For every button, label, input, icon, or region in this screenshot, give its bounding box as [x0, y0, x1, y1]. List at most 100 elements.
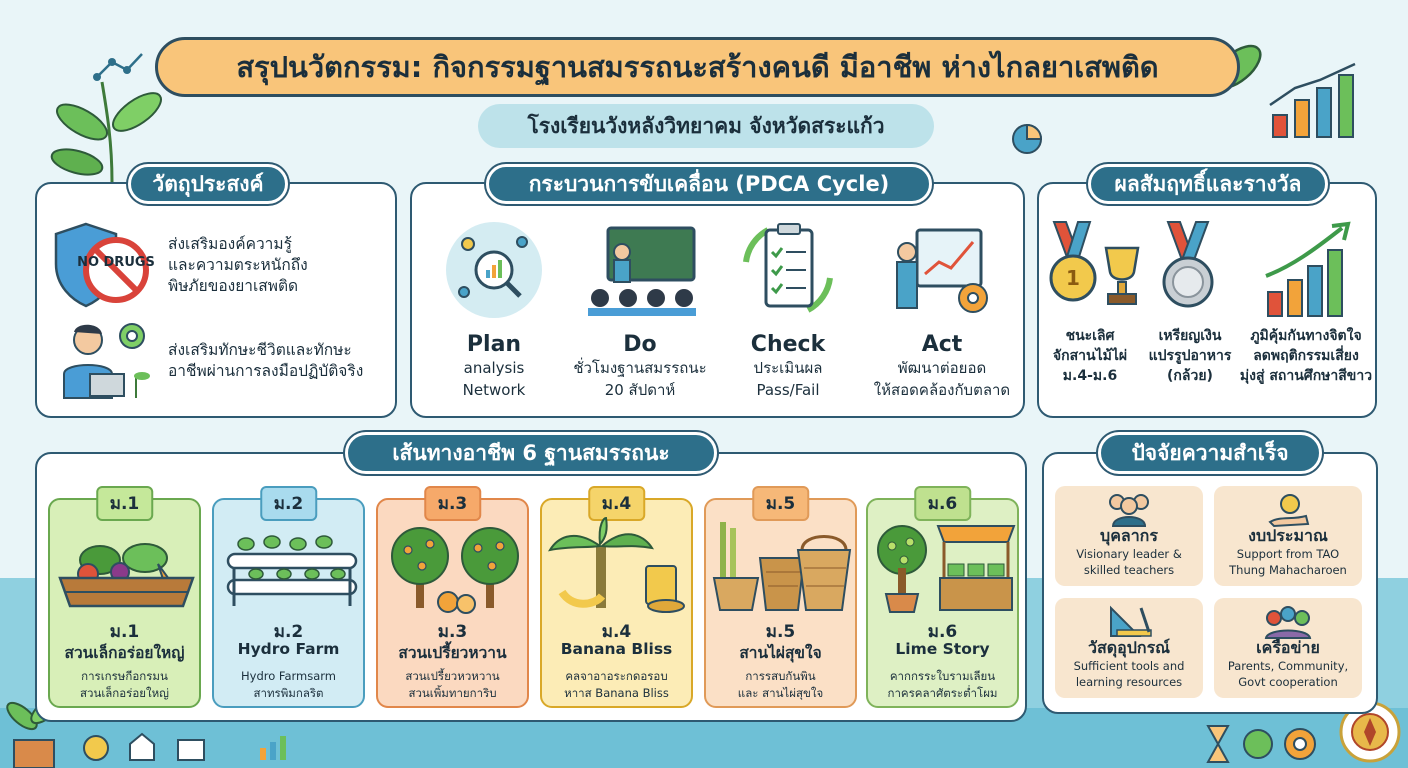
career-desc-line: การเกรษกีอกรมน [81, 669, 168, 683]
lime-tree-stall-icon [877, 525, 1016, 613]
gold-medal-trophy-icon: 1 [1049, 221, 1140, 305]
presentation-gear-icon [896, 228, 988, 313]
career-item: ม.3 ม.3 สวนเปรี้ยวหวาน สวนเปรี้ยวหวหวาน … [376, 486, 529, 708]
pdca-step-line: พัฒนาต่อยอด [897, 359, 987, 377]
career-desc: Hydro Farmsarm สาทรพิมกลริต [218, 668, 359, 702]
pdca-step-do: Do ชั่วโมงฐานสมรรถนะ 20 สัปดาห์ [570, 222, 710, 401]
pdca-step-plan: Plan analysis Network [424, 222, 564, 401]
achievement-line: แปรรูปอาหาร [1148, 348, 1232, 364]
pdca-step-title: Do [623, 332, 657, 357]
pdca-step-check: Check ประเมินผล Pass/Fail [718, 222, 858, 401]
objective-item-1: ส่งเสริมองค์ความรู้ และความตระหนักถึง พิ… [168, 234, 308, 297]
growth-chart-icon [1265, 221, 1351, 317]
success-desc-line: Sufficient tools and [1073, 659, 1185, 673]
objective-1-line: และความตระหนักถึง [168, 256, 308, 274]
success-heading: ปัจจัยความสำเร็จ [1098, 432, 1322, 474]
achievement-line: ม.4-ม.6 [1062, 368, 1118, 384]
career-grade-tag: ม.6 [913, 486, 972, 521]
career-grade: ม.2 [273, 622, 304, 642]
checklist-icon [743, 223, 833, 313]
success-desc: Parents, Community, Govt cooperation [1216, 658, 1360, 690]
career-grade: ม.6 [927, 622, 958, 642]
drafting-tools-icon [1110, 605, 1152, 637]
success-desc-line: Thung Mahacharoen [1229, 563, 1347, 577]
student-laptop-icon [63, 323, 150, 399]
pdca-step-line: ชั่วโมงฐานสมรรถนะ [573, 359, 707, 377]
career-desc-line: สวนเล็กอร่อยใหญ่ [79, 686, 169, 700]
achievement-line: ภูมิคุ้มกันทางจิตใจ [1250, 328, 1362, 344]
success-item: งบประมาณ Support from TAO Thung Mahachar… [1214, 486, 1362, 586]
pdca-step-act: Act พัฒนาต่อยอด ให้สอดคล้องกับตลาด [862, 222, 1022, 401]
career-name: Hydro Farm [237, 640, 340, 658]
success-desc-line: learning resources [1075, 675, 1183, 689]
career-grade: ม.4 [601, 622, 632, 642]
pdca-step-line: Pass/Fail [756, 381, 820, 399]
success-item: วัสดุอุปกรณ์ Sufficient tools and learni… [1055, 598, 1203, 698]
career-item: ม.6 ม.6 Lime Story คากกรระใบรามเลียน กาค… [866, 486, 1019, 708]
silver-medal-icon [1162, 221, 1214, 308]
achievement-line: (กล้วย) [1167, 368, 1213, 384]
achievement-item-2: เหรียญเงิน แปรรูปอาหาร (กล้วย) [1142, 326, 1238, 386]
plant-leaves-icon [50, 53, 162, 182]
career-desc: คลจาอาอระกดอรอบ หาาส Banana Bliss [546, 668, 687, 702]
career-grade-tag: ม.3 [423, 486, 482, 521]
pie-chart-icon [1012, 123, 1043, 154]
bottom-right-decor-icons [1206, 725, 1316, 763]
people-team-icon [1109, 494, 1149, 527]
achievement-line: จักสานไม้ไผ่ [1052, 348, 1128, 364]
pdca-step-line: ประเมินผล [753, 359, 823, 377]
banana-tree-icon [547, 516, 685, 613]
achievements-heading: ผลสัมฤทธิ์และรางวัล [1088, 164, 1328, 204]
success-title: วัสดุอุปกรณ์ [1087, 638, 1171, 657]
success-desc: Sufficient tools and learning resources [1057, 658, 1201, 690]
pdca-step-line: analysis [463, 359, 525, 377]
success-title: งบประมาณ [1248, 526, 1328, 545]
career-desc: คากกรระใบรามเลียน กาครคลาศัตระต่ำโผม [872, 668, 1013, 702]
careers-heading: เส้นทางอาชีพ 6 ฐานสมรรถนะ [345, 432, 717, 474]
career-desc-line: และ สานไผ่สุขใจ [737, 686, 824, 700]
pdca-step-title: Plan [466, 332, 522, 357]
career-grade-tag: ม.4 [587, 486, 646, 521]
pdca-heading: กระบวนการขับเคลื่อน (PDCA Cycle) [486, 164, 932, 204]
page-title: สรุปนวัตกรรม: กิจกรรมฐานสมรรถนะสร้างคนดี… [155, 37, 1240, 97]
success-item: บุคลากร Visionary leader & skilled teach… [1055, 486, 1203, 586]
achievement-line: เหรียญเงิน [1158, 328, 1222, 344]
analysis-network-icon [458, 236, 528, 298]
career-desc-line: คากกรระใบรามเลียน [889, 669, 996, 683]
career-item: ม.2 ม.2 Hydro Farm Hydro Farmsarm สาทรพิ… [212, 486, 365, 708]
career-grade-tag: ม.5 [751, 486, 810, 521]
career-name: สวนเปรี้ยวหวาน [398, 644, 507, 662]
page-subtitle: โรงเรียนวังหลังวิทยาคม จังหวัดสระแก้ว [478, 104, 934, 148]
orange-tree-icon [391, 527, 519, 614]
success-desc-line: Support from TAO [1236, 547, 1340, 561]
pdca-step-title: Check [750, 332, 826, 357]
success-desc: Visionary leader & skilled teachers [1057, 546, 1201, 578]
success-desc: Support from TAO Thung Mahacharoen [1216, 546, 1360, 578]
classroom-icon [588, 226, 696, 316]
achievement-item-3: ภูมิคุ้มกันทางจิตใจ ลดพฤติกรรมเสี่ยง มุ่… [1236, 326, 1376, 386]
career-desc-line: สาทรพิมกลริต [253, 686, 324, 700]
career-grade-tag: ม.1 [95, 486, 154, 521]
objective-2-line: ส่งเสริมทักษะชีวิตและทักษะ [168, 341, 352, 359]
pdca-step-line: 20 สัปดาห์ [604, 381, 676, 399]
no-drugs-badge: NO DRUGS [77, 255, 155, 270]
school-emblem-icon [1339, 701, 1401, 763]
bar-chart-icon [1269, 62, 1356, 138]
objective-item-2: ส่งเสริมทักษะชีวิตและทักษะ อาชีพผ่านการล… [168, 340, 363, 382]
pdca-step-line: ให้สอดคล้องกับตลาด [873, 381, 1011, 399]
career-desc: สวนเปรี้ยวหวหวาน สวนเพิ้มทายการิบ [382, 668, 523, 702]
success-item: เครือข่าย Parents, Community, Govt coope… [1214, 598, 1362, 698]
bottom-decor-icons [83, 732, 286, 761]
gold-medal-number: 1 [1066, 266, 1080, 290]
achievement-line: มุ่งสู่ สถานศึกษาสีขาว [1239, 368, 1373, 384]
career-desc-line: สวนเพิ้มทายการิบ [408, 686, 497, 700]
career-desc: การรสบกันพิน และ สานไผ่สุขใจ [710, 668, 851, 702]
career-item: ม.4 ม.4 Banana Bliss คลจาอาอระกดอรอบ หาา… [540, 486, 693, 708]
no-drugs-shield-icon: NO DRUGS [54, 222, 155, 308]
career-grade: ม.3 [437, 622, 468, 642]
career-name: Lime Story [895, 640, 990, 658]
success-title: บุคลากร [1100, 526, 1158, 545]
success-desc-line: Visionary leader & [1076, 547, 1182, 561]
success-desc-line: skilled teachers [1083, 563, 1175, 577]
career-desc-line: สวนเปรี้ยวหวหวาน [405, 669, 500, 683]
